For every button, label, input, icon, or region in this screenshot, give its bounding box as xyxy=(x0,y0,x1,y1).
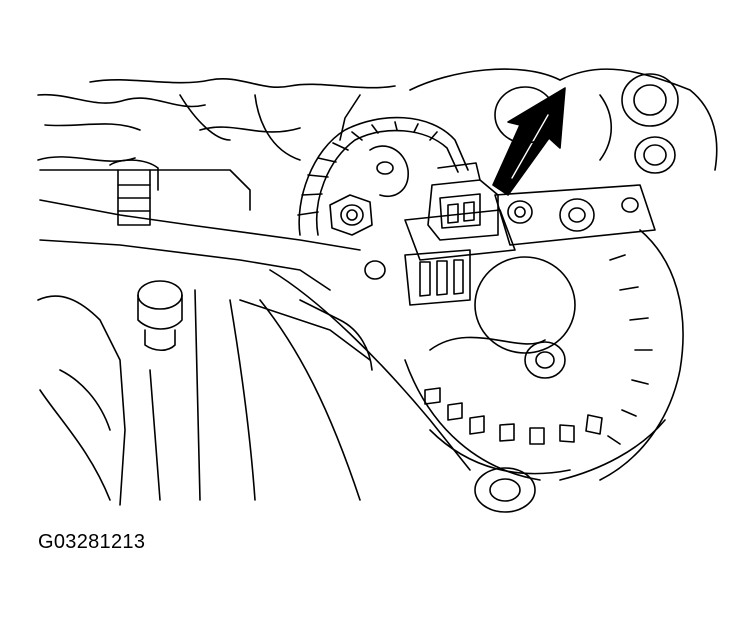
bracket-bolt xyxy=(109,159,183,352)
arrow-icon xyxy=(492,87,566,196)
alternator-rear-housing xyxy=(364,68,718,513)
engine-block-outline xyxy=(37,78,471,506)
figure-code: G03281213 xyxy=(38,531,146,553)
alternator-illustration xyxy=(37,68,718,513)
wiring-harness xyxy=(297,116,469,236)
terminal-nut xyxy=(329,145,409,236)
electrical-connector xyxy=(404,162,516,261)
